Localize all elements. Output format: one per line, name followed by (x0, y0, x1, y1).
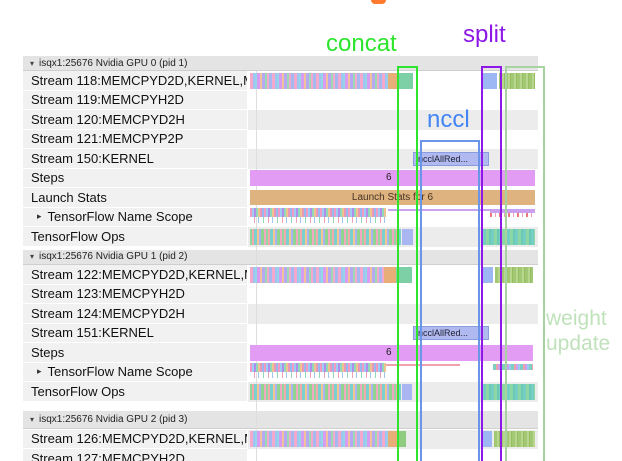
track-label-text: Stream 126:MEMCPYD2D,KERNEL,MI (31, 431, 247, 447)
track-label-text: Stream 123:MEMCPYH2D (31, 286, 185, 302)
split-region-box (481, 66, 502, 461)
track-label: Stream 127:MEMCPYH2D (23, 449, 247, 461)
track-label: Stream 123:MEMCPYH2D (23, 284, 247, 304)
process-group-header[interactable]: ▾ isqx1:25676 Nvidia GPU 2 (pid 3) (23, 411, 538, 429)
stripes-teal-event[interactable] (483, 383, 535, 400)
concat-region-box (397, 66, 418, 461)
stripes-dense-event[interactable] (250, 431, 388, 447)
track-label: Launch Stats (23, 188, 247, 208)
track-label: Steps (23, 343, 247, 363)
track-label-text: Stream 122:MEMCPYD2D,KERNEL,MI (31, 266, 247, 282)
collapse-icon[interactable]: ▾ (30, 58, 35, 68)
cropped-title-fragment (371, 0, 386, 4)
track-label: Stream 151:KERNEL (23, 323, 247, 343)
track-label: TensorFlow Ops (23, 227, 247, 247)
stripes-ns-event[interactable] (250, 208, 386, 223)
launch-stats-bar[interactable]: Launch Stats for 6 (250, 190, 535, 205)
trace-event[interactable] (399, 72, 413, 89)
expand-icon[interactable]: ▸ (37, 211, 42, 222)
nccl-region-box (420, 140, 480, 461)
track-label-text: Stream 150:KERNEL (31, 150, 154, 166)
track-label: Stream 120:MEMCPYD2H (23, 110, 247, 130)
track-label-text: Stream 124:MEMCPYD2H (31, 305, 185, 321)
track-label: Stream 119:MEMCPYH2D (23, 90, 247, 110)
collapse-icon[interactable]: ▾ (30, 252, 35, 262)
track-label-text: Stream 121:MEMCPYP2P (31, 131, 184, 147)
track-label: TensorFlow Ops (23, 382, 247, 402)
trace-event[interactable] (483, 72, 497, 89)
track-label-text: Stream 118:MEMCPYD2D,KERNEL,ME (31, 72, 247, 88)
track-label-text: TensorFlow Ops (31, 228, 125, 244)
stripes-dense-event[interactable] (250, 72, 388, 89)
stripes-teal-event[interactable] (483, 228, 535, 245)
trace-event[interactable] (483, 266, 493, 283)
track-label: Stream 122:MEMCPYD2D,KERNEL,MI (23, 265, 247, 285)
track-label: Steps (23, 168, 247, 188)
track-label-text: Steps (31, 170, 65, 186)
trace-event[interactable] (384, 266, 396, 283)
track-label-text: Stream 151:KERNEL (31, 325, 154, 341)
weight-update-region-box (505, 66, 545, 461)
nccl-event-label: ncclAllRed... (418, 328, 469, 338)
name-scope-span[interactable] (386, 363, 460, 366)
stripes-ns-event[interactable] (250, 363, 386, 378)
track-label: Stream 121:MEMCPYP2P (23, 129, 247, 149)
step-number: 6 (386, 172, 392, 183)
track-label-expandable[interactable]: ▸ TensorFlow Name Scope (23, 207, 247, 227)
trace-event[interactable] (388, 72, 399, 89)
track-label: Stream 118:MEMCPYD2D,KERNEL,ME (23, 71, 247, 91)
nccl-allreduce-event[interactable]: ncclAllRed... (413, 151, 489, 166)
trace-event[interactable] (402, 228, 413, 245)
track-label: Stream 126:MEMCPYD2D,KERNEL,MI (23, 429, 247, 449)
steps-bar[interactable]: 6 (250, 344, 533, 361)
track-label-text: Launch Stats (31, 189, 107, 205)
group-header-label: isqx1:25676 Nvidia GPU 0 (pid 1) (39, 57, 188, 69)
nccl-allreduce-event[interactable]: ncclAllRed... (413, 326, 489, 340)
stripes-ops-event[interactable] (250, 228, 401, 245)
expand-icon[interactable]: ▸ (37, 366, 42, 377)
name-scope-span[interactable] (388, 208, 535, 211)
track-label-text: Steps (31, 344, 65, 360)
concat-annotation: concat (326, 30, 397, 57)
timeline-row (248, 304, 538, 324)
track-label-text: Stream 127:MEMCPYH2D (31, 450, 185, 461)
group-header-label: isqx1:25676 Nvidia GPU 1 (pid 2) (39, 251, 188, 263)
collapse-icon[interactable]: ▾ (30, 414, 35, 424)
track-label: Stream 124:MEMCPYD2H (23, 304, 247, 324)
group-header-label: isqx1:25676 Nvidia GPU 2 (pid 3) (39, 413, 188, 425)
trace-event[interactable] (482, 431, 492, 447)
timeline-gridline (256, 71, 257, 461)
trace-event[interactable] (398, 431, 406, 447)
timeline-row (248, 110, 538, 130)
track-label-text: TensorFlow Name Scope (47, 364, 193, 380)
track-label-text: Stream 119:MEMCPYH2D (31, 92, 184, 108)
split-annotation: split (463, 21, 506, 48)
trace-event[interactable] (402, 383, 412, 400)
track-label-text: Stream 120:MEMCPYD2H (31, 111, 185, 127)
process-group-header[interactable]: ▾ isqx1:25676 Nvidia GPU 0 (pid 1) (23, 56, 538, 71)
stripes-green-event[interactable] (499, 72, 535, 89)
stripes-dense-event[interactable] (250, 266, 384, 283)
stripes-green-event[interactable] (494, 431, 535, 447)
process-group-header[interactable]: ▾ isqx1:25676 Nvidia GPU 1 (pid 2) (23, 249, 538, 265)
nccl-event-label: ncclAllRed... (418, 153, 469, 164)
track-label-text: TensorFlow Ops (31, 383, 125, 399)
track-label-text: TensorFlow Name Scope (47, 209, 193, 225)
stripes-ops-event[interactable] (250, 383, 401, 400)
nccl-annotation: nccl (427, 106, 470, 133)
trace-event[interactable] (396, 266, 412, 283)
track-label-expandable[interactable]: ▸ TensorFlow Name Scope (23, 362, 247, 382)
stripes-green-event[interactable] (495, 266, 533, 283)
step-number: 6 (386, 346, 392, 358)
ns-right-violet-event[interactable] (490, 208, 535, 217)
trace-event[interactable] (388, 431, 398, 447)
steps-bar[interactable]: 6 (250, 170, 535, 186)
weight-update-annotation: weight update (546, 307, 611, 355)
ns-right-mixed-event[interactable] (493, 364, 533, 370)
track-label: Stream 150:KERNEL (23, 149, 247, 169)
